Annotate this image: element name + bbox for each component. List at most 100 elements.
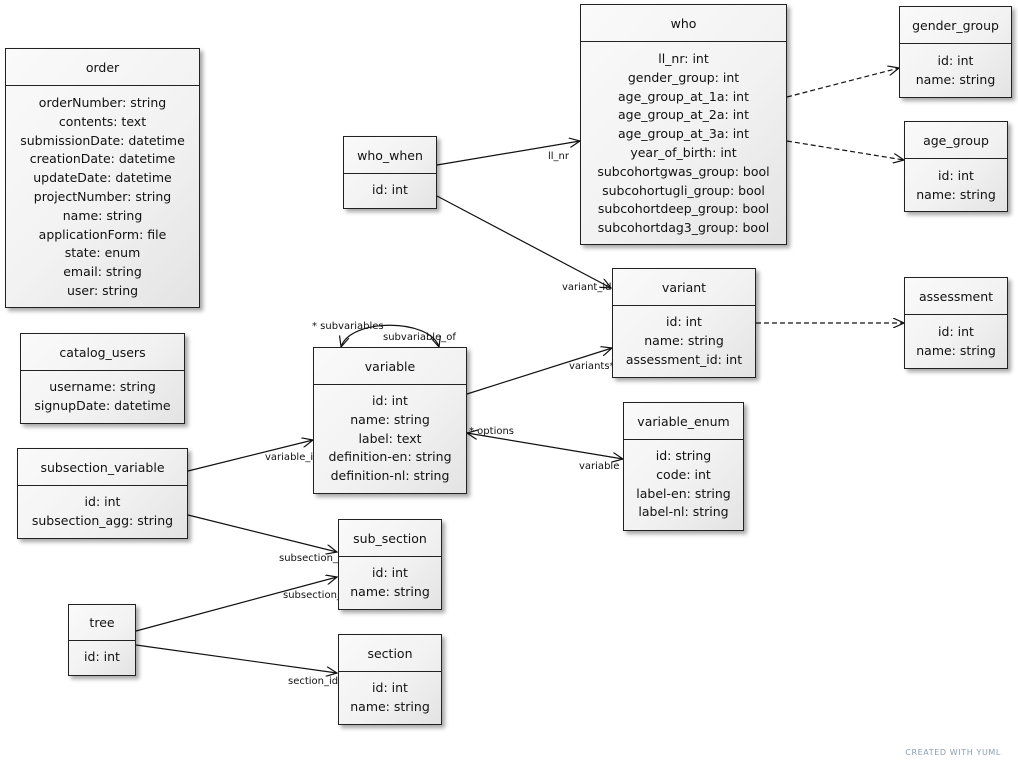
attribute-list: username: string signupDate: datetime: [21, 371, 184, 416]
entity-name: who: [581, 5, 786, 42]
attribute: subcohortdag3_group: bool: [597, 220, 770, 236]
attribute: id: int: [372, 680, 408, 695]
entity-assessment[interactable]: assessment id: int name: string: [904, 277, 1008, 369]
attribute: subcohortdeep_group: bool: [597, 201, 770, 217]
attribute: id: int: [372, 182, 408, 197]
attribute: name: string: [916, 342, 996, 358]
attribute: gender_group: int: [627, 69, 740, 85]
attribute: name: string: [350, 698, 430, 714]
attribute-list: id: int: [69, 641, 135, 667]
attribute: name: string: [350, 583, 430, 599]
attribute: id: string: [655, 448, 712, 463]
entity-section[interactable]: section id: int name: string: [338, 634, 442, 725]
label-variants: variants*: [569, 361, 615, 372]
label-variant-id: variant_id: [562, 282, 611, 293]
attribute-list: id: int: [344, 174, 436, 200]
attribute: signupDate: datetime: [34, 397, 171, 413]
entity-order[interactable]: order orderNumber: string contents: text…: [5, 48, 200, 308]
attribute: id: int: [84, 649, 120, 664]
attribute-list: id: int name: string: [339, 557, 441, 602]
entity-sub-section[interactable]: sub_section id: int name: string: [338, 519, 442, 610]
attribute: updateDate: datetime: [33, 170, 172, 186]
entity-tree[interactable]: tree id: int: [68, 604, 136, 676]
attribute: email: string: [63, 264, 142, 280]
label-subvariables: * subvariables: [312, 321, 384, 332]
who-when-to-who-link: [436, 141, 580, 166]
entity-variant[interactable]: variant id: int name: string assessment_…: [612, 268, 756, 378]
label-ll-nr: ll_nr: [548, 151, 570, 162]
entity-name: section: [339, 635, 441, 672]
attribute: id: int: [372, 565, 408, 580]
entity-name: variant: [613, 269, 755, 306]
attribute: user: string: [66, 282, 139, 298]
attribute-list: id: int name: string: [339, 672, 441, 717]
attribute: age_group_at_1a: int: [618, 88, 749, 104]
entity-name: catalog_users: [21, 334, 184, 371]
attribute: id: int: [84, 494, 121, 509]
attribute-list: id: int subsection_agg: string: [18, 486, 187, 531]
attribute: label-en: string: [636, 485, 731, 501]
attribute: ll_nr: int: [658, 51, 709, 66]
attribute: year_of_birth: int: [630, 144, 737, 160]
tree-to-sub-section-link: [135, 577, 337, 632]
attribute: age_group_at_2a: int: [618, 107, 749, 123]
attribute: id: int: [938, 168, 974, 183]
attribute: name: string: [62, 207, 143, 223]
attribute: assessment_id: int: [625, 351, 743, 367]
label-subvariable-of: subvariable_of: [383, 332, 456, 343]
label-subsection-id-1: subsection_id: [279, 553, 347, 564]
entity-who[interactable]: who ll_nr: int gender_group: int age_gro…: [580, 4, 787, 245]
who-to-age-group-link: [786, 140, 904, 160]
subsection-variable-to-variable-link: [187, 440, 313, 472]
attribute: applicationForm: file: [38, 226, 167, 242]
label-subsection-id-2: subsection_id: [283, 590, 351, 601]
attribute: id: int: [666, 314, 702, 329]
attribute: code: int: [656, 466, 711, 482]
entity-name: order: [6, 49, 199, 86]
attribute-list: id: int name: string label: text definit…: [314, 385, 466, 486]
variable-to-variant-link: [466, 348, 612, 395]
who-to-gender-group-link: [786, 68, 899, 98]
entity-name: tree: [69, 605, 135, 641]
entity-name: variable_enum: [624, 403, 743, 440]
created-with-credit: CREATED WITH YUML: [905, 748, 1001, 757]
attribute: definition-nl: string: [330, 468, 450, 484]
subsection-variable-to-sub-section-link: [187, 514, 337, 552]
entity-name: gender_group: [900, 7, 1011, 44]
entity-who-when[interactable]: who_when id: int: [343, 136, 437, 209]
tree-to-section-link: [135, 644, 337, 673]
entity-variable[interactable]: variable id: int name: string label: tex…: [313, 347, 467, 494]
attribute: definition-en: string: [328, 449, 452, 465]
attribute: submissionDate: datetime: [20, 132, 185, 148]
entity-name: sub_section: [339, 520, 441, 557]
attribute: subcohortugli_group: bool: [602, 182, 765, 198]
attribute: subsection_agg: string: [31, 512, 174, 528]
attribute: creationDate: datetime: [29, 151, 176, 167]
attribute: age_group_at_3a: int: [618, 126, 749, 142]
label-variable-id: variable_id: [265, 452, 319, 463]
attribute: state: enum: [64, 245, 141, 261]
attribute-list: id: string code: int label-en: string la…: [624, 440, 743, 522]
attribute: subcohortgwas_group: bool: [597, 163, 770, 179]
attribute-list: orderNumber: string contents: text submi…: [6, 86, 199, 301]
label-variable: variable: [579, 461, 619, 472]
label-section-id: section_id: [288, 676, 338, 687]
attribute-list: ll_nr: int gender_group: int age_group_a…: [581, 42, 786, 238]
variable-enum-link: [467, 433, 623, 459]
entity-catalog-users[interactable]: catalog_users username: string signupDat…: [20, 333, 185, 424]
attribute-list: id: int name: string assessment_id: int: [613, 306, 755, 369]
variable-self-link: [341, 324, 439, 347]
attribute: orderNumber: string: [38, 95, 167, 110]
attribute: projectNumber: string: [33, 188, 172, 204]
entity-subsection-variable[interactable]: subsection_variable id: int subsection_a…: [17, 448, 188, 539]
entity-name: subsection_variable: [18, 449, 187, 486]
entity-name: who_when: [344, 137, 436, 174]
entity-gender-group[interactable]: gender_group id: int name: string: [899, 6, 1012, 98]
attribute: username: string: [49, 379, 156, 394]
attribute-list: id: int name: string: [905, 159, 1007, 205]
entity-age-group[interactable]: age_group id: int name: string: [904, 121, 1008, 212]
attribute: contents: text: [58, 113, 147, 129]
attribute: id: int: [372, 393, 408, 408]
entity-variable-enum[interactable]: variable_enum id: string code: int label…: [623, 402, 744, 531]
